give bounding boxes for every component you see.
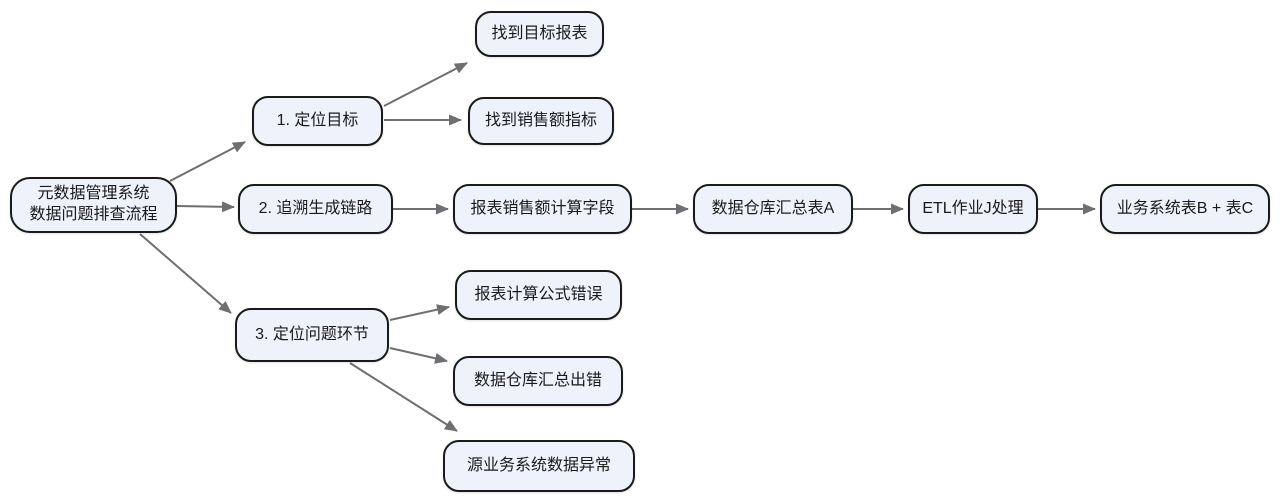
node-step3-locate-problem: 3. 定位问题环节 bbox=[235, 308, 389, 362]
node-report-sales-calc-field: 报表销售额计算字段 bbox=[453, 184, 632, 234]
node-report-formula-error: 报表计算公式错误 bbox=[455, 270, 622, 320]
node-etl-job-j: ETL作业J处理 bbox=[908, 184, 1038, 234]
node-source-system-data-abnormal: 源业务系统数据异常 bbox=[443, 440, 635, 492]
node-step1-locate-target: 1. 定位目标 bbox=[252, 96, 383, 146]
node-warehouse-summary-table-a: 数据仓库汇总表A bbox=[693, 184, 853, 234]
arrow-root-to-step1 bbox=[169, 141, 246, 182]
arrow-step3-to-step3a bbox=[389, 304, 450, 321]
arrow-step1-to-step1a bbox=[383, 62, 468, 107]
node-business-system-tables-b-c: 业务系统表B + 表C bbox=[1100, 184, 1270, 234]
node-warehouse-summary-error: 数据仓库汇总出错 bbox=[453, 356, 623, 406]
node-step2-trace-lineage: 2. 追溯生成链路 bbox=[238, 184, 393, 234]
node-root-metadata-system: 元数据管理系统 数据问题排查流程 bbox=[10, 177, 177, 233]
arrow-root-to-step2 bbox=[176, 201, 235, 213]
node-find-target-report: 找到目标报表 bbox=[475, 11, 604, 57]
arrow-step3-to-step3c bbox=[349, 362, 458, 432]
arrow-step3-to-step3b bbox=[389, 347, 448, 364]
arrow-root-to-step3 bbox=[139, 233, 232, 314]
node-find-sales-metric: 找到销售额指标 bbox=[468, 97, 614, 145]
